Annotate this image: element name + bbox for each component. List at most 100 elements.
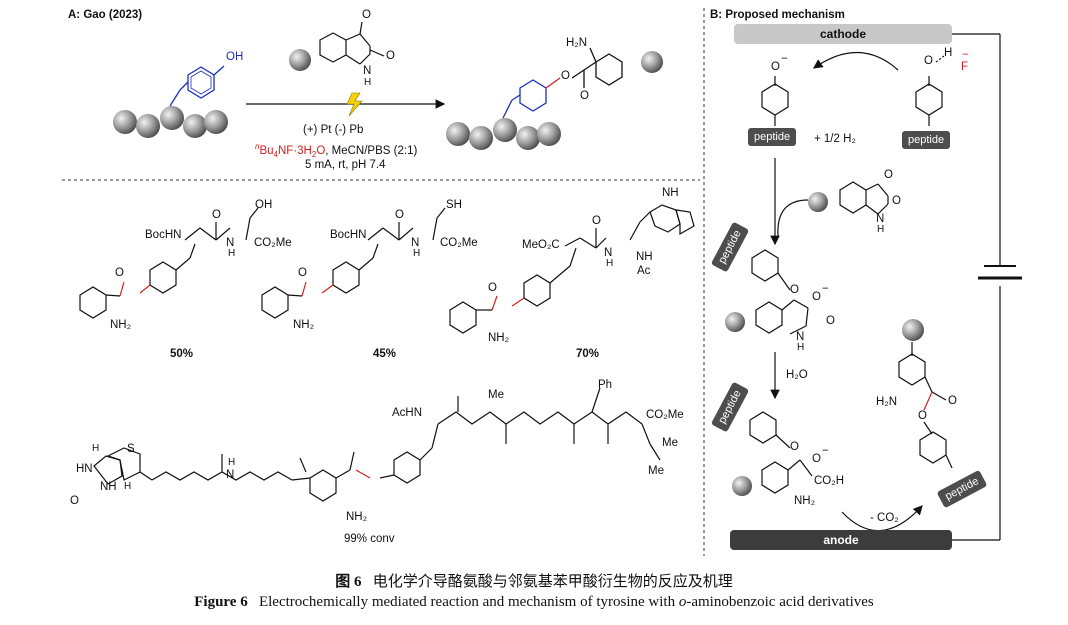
peptide-tag-2: peptide: [902, 131, 951, 149]
final-product-bead: [902, 319, 924, 341]
hydrogen-label: + 1/2 H₂: [814, 133, 856, 145]
ex2-o1-label: O: [395, 209, 404, 221]
biotin-h-label: H: [228, 457, 236, 468]
ring-opened-intermediate: [749, 411, 813, 494]
tyrosine-oh-label: OH: [226, 51, 244, 63]
biotin-hn-label: HN: [76, 463, 93, 475]
caption-english: Figure 6 Electrochemically mediated reac…: [194, 594, 874, 610]
ex1-nh2-label: NH₂: [110, 319, 132, 331]
ex1-n-label: N: [226, 237, 235, 249]
final-h2n-label: H₂N: [876, 396, 898, 408]
example-2-structure: [261, 207, 446, 319]
water-label: H₂O: [786, 369, 808, 381]
ex2-h-label: H: [413, 248, 421, 259]
intermediate-bead-1: [725, 312, 745, 332]
example-3-structure: [449, 204, 695, 334]
ex3-nh2-label: NH₂: [488, 332, 510, 344]
isatin-reagent: [319, 21, 385, 65]
phenol-o-label: O: [924, 55, 933, 67]
isatin-bead: [289, 49, 311, 71]
isatin-o2-label: O: [386, 50, 395, 62]
product-carbonyl-o-label: O: [580, 90, 589, 102]
co2-loss-label: - CO₂: [870, 512, 899, 524]
product-ester-o-label: O: [561, 70, 570, 82]
opened-o-minus-label: O: [812, 453, 821, 465]
product-structure: [502, 47, 623, 119]
biotin-h2-label: H: [124, 481, 132, 492]
isatin-n-label: N: [363, 65, 372, 77]
caption-chinese: 图 6 电化学介导酪氨酸与邻氨基苯甲酸衍生物的反应及机理: [335, 574, 733, 590]
battery-icon: [978, 265, 1022, 280]
isatin-b-o2-label: O: [892, 195, 901, 207]
conditions-electrodes: (+) Pt (-) Pb: [303, 124, 364, 136]
intermediate-minus: −: [822, 283, 829, 295]
biotin-ph-label: Ph: [598, 379, 613, 391]
ex2-n-label: N: [411, 237, 420, 249]
biotin-o-label: O: [70, 495, 79, 507]
ex3-ac-label: Ac: [637, 265, 651, 277]
intermediate-bead-2: [732, 476, 752, 496]
intermediate-o-minus-label: O: [812, 291, 821, 303]
final-co-label: O: [948, 395, 957, 407]
isatin-bead-b: [808, 192, 828, 212]
final-ester-o-label: O: [918, 410, 927, 422]
ex3-o2-label: O: [488, 282, 497, 294]
ex2-yield: 45%: [373, 348, 397, 360]
isatin-approach-arrow: [777, 199, 809, 237]
phenolate-minus: −: [781, 53, 788, 65]
anode-bar: anode: [730, 530, 952, 550]
tetrahedral-intermediate: [751, 249, 809, 335]
phenolate-o-label: O: [771, 61, 780, 73]
ex1-o1-label: O: [212, 209, 221, 221]
biotin-nh-label: NH: [100, 481, 117, 493]
product-bead: [641, 51, 663, 73]
isatin-structure-b: [839, 181, 889, 215]
ex3-indole-nh-label: NH: [662, 187, 679, 199]
panel-b-title: B: Proposed mechanism: [710, 9, 845, 21]
conditions-reagent: nBu4NF·3H2O, MeCN/PBS (2:1): [255, 142, 418, 160]
ex1-ester-label: CO₂Me: [254, 237, 292, 249]
biotin-s-label: S: [127, 443, 135, 455]
opened-co2h-label: CO₂H: [814, 475, 845, 487]
opened-o-label: O: [790, 441, 799, 453]
peptide-beads-right: [446, 118, 561, 150]
conditions-current: 5 mA, rt, pH 7.4: [305, 159, 386, 171]
biotin-nh2-label: NH₂: [346, 511, 368, 523]
isatin-b-n-label: N: [876, 213, 885, 225]
isatin-h-label: H: [364, 77, 372, 88]
ex2-nh2-label: NH₂: [293, 319, 315, 331]
ex3-h-label: H: [606, 258, 614, 269]
tyrosine-side-chain: [169, 65, 225, 107]
intermediate-o-label: O: [790, 284, 799, 296]
final-product-b: [898, 342, 953, 469]
biotin-me-label: Me: [488, 389, 504, 401]
peptide-beads-left: [113, 106, 228, 138]
biotin-achn-label: AcHN: [392, 407, 423, 419]
biotin-n-label: N: [226, 469, 235, 481]
biotin-conjugate-structure: [93, 387, 661, 502]
intermediate-h-label: H: [797, 342, 805, 353]
lightning-icon: [346, 92, 363, 117]
ex1-yield: 50%: [170, 348, 194, 360]
ex3-n-label: N: [604, 247, 613, 259]
ex1-boc-label: BocHN: [145, 229, 182, 241]
circuit-wire: [952, 33, 1001, 541]
intermediate-n-label: N: [796, 331, 805, 343]
ex2-sh-label: SH: [446, 199, 462, 211]
biotin-ester-label: CO₂Me: [646, 409, 684, 421]
ex1-oh-label: OH: [255, 199, 273, 211]
ex2-o2-label: O: [298, 267, 307, 279]
cathode-bar: cathode: [734, 24, 952, 44]
ex1-h-label: H: [228, 248, 236, 259]
ex2-boc-label: BocHN: [330, 229, 367, 241]
fluoride-minus: −: [962, 49, 969, 61]
phenol-hf-structure: [915, 55, 945, 126]
ex3-o1-label: O: [592, 215, 601, 227]
ex3-meo-label: MeO₂C: [522, 239, 560, 251]
example-1-structure: [79, 207, 259, 319]
peptide-tag-1: peptide: [748, 128, 797, 146]
ex3-yield: 70%: [576, 348, 600, 360]
product-h2n-label: H₂N: [566, 37, 588, 49]
